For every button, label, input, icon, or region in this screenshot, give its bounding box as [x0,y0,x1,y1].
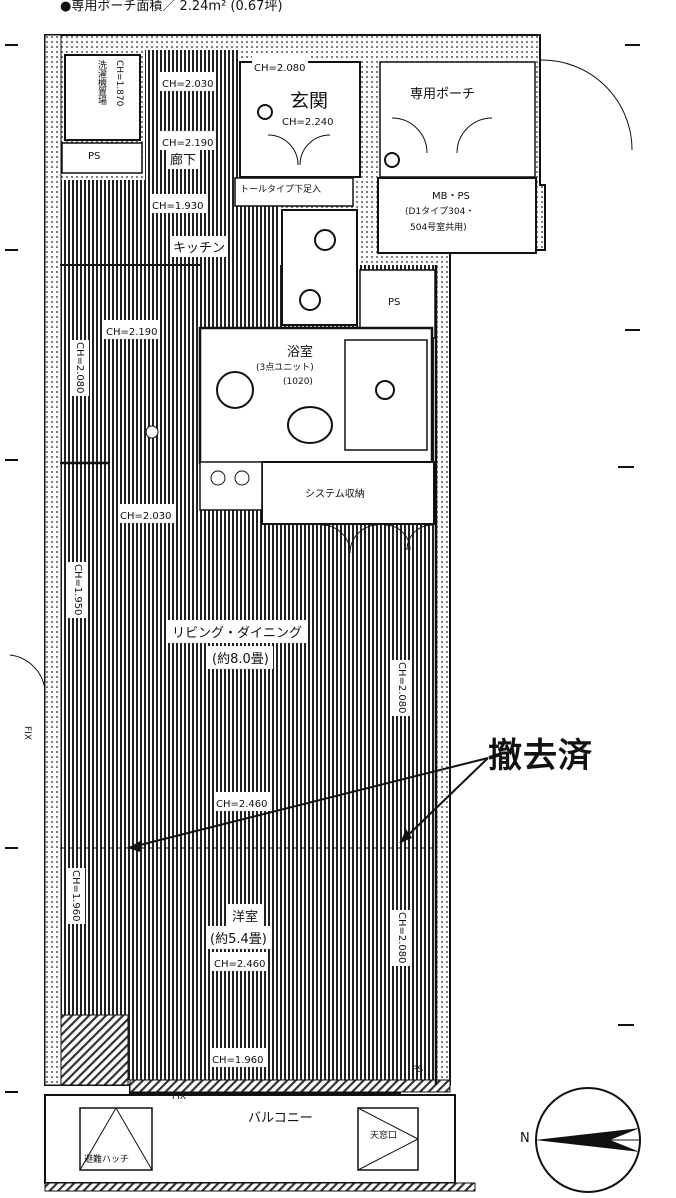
ch-bottom-label: CH=1.960 [212,1055,264,1066]
bath-sub2-label: (1020) [283,377,313,387]
genkan-label: 玄関 [290,90,329,112]
shoe-cabinet-label: トールタイプ下足入 [240,185,322,195]
western-label-box: 洋室 [228,904,263,927]
fix-label: FIX [172,1092,186,1102]
ch-kit-label: CH=1.930 [152,201,204,212]
left-wall-strip [44,34,62,1086]
western-size-label: (約5.4畳) [210,932,267,947]
ch-liv-top-label: CH=2.030 [120,511,172,522]
ch-left1-box: CH=2.190 [104,320,160,339]
genkan-room [239,61,361,178]
ch-mid-label: CH=2.460 [216,799,268,810]
hallway-label: 廊下 [170,153,197,168]
ch-hall-label: CH=2.190 [162,138,214,149]
removed-annotation: 撤去済 [488,736,593,776]
washer-block [199,461,263,511]
kitchen-label: キッチン [173,241,226,256]
ch-mid-box: CH=2.460 [214,792,270,811]
bath-sub1-label: (3点ユニット) [256,363,314,373]
porch-area-caption: ●専用ポーチ面積／ 2.24m² (0.67坪) [60,0,283,14]
shoe-cabinet [234,177,354,207]
living-size-label: (約8.0畳) [212,652,269,667]
ch-west-label: CH=2.460 [214,959,266,970]
ps-right-label: PS [388,297,401,308]
ch-hall-box: CH=2.190 [160,131,216,150]
bath-label: 浴室 [287,345,314,360]
ch-left1-label: CH=2.190 [106,327,158,338]
mb-ps-line2: (D1タイプ304・ [405,207,475,217]
ch-west-box: CH=2.460 [212,952,268,971]
mb-ps-label: MB・PS [432,191,470,202]
ch-left-v-label: CH=2.080 [74,342,85,394]
compass-rose [535,1087,641,1193]
ch-kit-box: CH=1.930 [150,194,206,213]
living-label: リビング・ダイニング [172,626,303,641]
ch-right-v2-box: CH=2.080 [392,910,411,966]
laundry-area [64,54,141,141]
fix-side-label: FIX [22,726,32,740]
living-size-box: (約8.0畳) [208,646,273,669]
ch-top2-label: CH=2.030 [162,79,214,90]
ch-left-v3-box: CH=1.960 [66,868,85,924]
kitchen-counter [281,209,358,326]
ch-left-v2-label: CH=1.950 [72,564,83,616]
porch-label: 専用ポーチ [410,87,476,102]
ch-liv-top-box: CH=2.030 [118,504,174,523]
ch-left-v-box: CH=2.080 [70,340,89,396]
laundry-ch-label: CH=1.870 [114,60,124,107]
ch-top1-box: CH=2.080 [252,56,308,75]
wall-strip [129,1079,451,1093]
ch-left-v3-label: CH=1.960 [70,870,81,922]
living-label-box: リビング・ダイニング [168,620,307,643]
western-label: 洋室 [232,910,259,925]
ch-right-v-box: CH=2.080 [392,660,411,716]
ps-left [61,142,143,174]
compass-north-label: N [520,1131,530,1146]
mb-ps-room [377,177,537,254]
system-storage-label: システム収納 [305,489,365,500]
ch-top1-label: CH=2.080 [254,63,306,74]
western-size-box: (約5.4畳) [206,926,271,949]
hallway-label-box: 廊下 [168,148,199,169]
laundry-label: 洗濯機置場 [96,60,106,105]
balcony-rail [44,1182,476,1192]
ps-small-label: PS [412,1065,424,1075]
ch-bottom-box: CH=1.960 [210,1048,266,1067]
ch-left-v2-box: CH=1.950 [68,562,87,618]
genkan-ch-label: CH=2.240 [282,117,334,128]
ch-top2-box: CH=2.030 [160,72,216,91]
balcony-label: バルコニー [248,1111,313,1126]
evac-hatch-box [79,1107,153,1171]
porch-room [379,61,536,178]
ch-right-v-label: CH=2.080 [396,662,407,714]
kitchen-label-box: キッチン [170,236,229,257]
skylight-label: 天窓口 [370,1131,398,1141]
ch-right-v2-label: CH=2.080 [396,912,407,964]
evac-hatch-label: 避難ハッチ [84,1155,130,1165]
mb-ps-line3: 504号室共用) [410,223,467,233]
ps-left-label: PS [88,151,101,162]
